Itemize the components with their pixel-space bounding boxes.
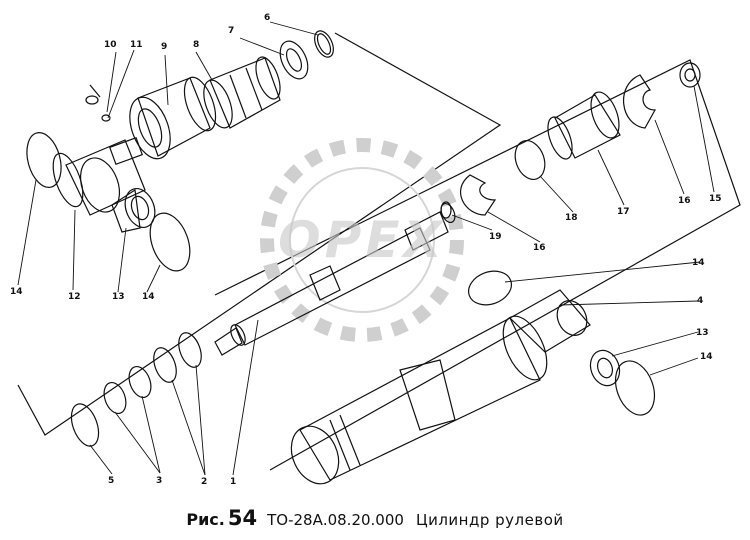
callout-9: 9 [161, 42, 168, 52]
callout-12: 12 [68, 292, 81, 302]
part-13-bushing-lower [589, 349, 621, 387]
caption-title: Цилиндр рулевой [415, 511, 564, 529]
part-10-screw [85, 84, 101, 105]
callout-13-a: 13 [112, 292, 125, 302]
figure-caption: Рис.54 ТО-28А.08.20.000 Цилиндр рулевой [0, 506, 750, 530]
caption-code: ТО-28А.08.20.000 [267, 511, 404, 529]
callout-8: 8 [193, 40, 200, 50]
callout-14-d: 14 [700, 352, 713, 362]
callout-7: 7 [228, 26, 235, 36]
callout-13-b: 13 [696, 328, 709, 338]
part-11-washer [101, 114, 111, 122]
caption-prefix: Рис. [186, 510, 225, 529]
watermark-logo: OPEX [278, 211, 446, 269]
callout-2: 2 [201, 477, 208, 487]
part-18-ring [514, 140, 546, 180]
part-14-ring-a [26, 132, 62, 188]
callout-16-a: 16 [678, 196, 691, 206]
part-5-ring [70, 403, 100, 447]
part-17-piston [547, 91, 621, 160]
callout-5: 5 [108, 476, 115, 486]
callout-16-b: 16 [533, 243, 546, 253]
part-9-nut [129, 76, 217, 160]
callout-4: 4 [697, 296, 704, 306]
part-12-cap [52, 136, 146, 216]
part-14-ring-b [149, 212, 191, 272]
upper-frame [17, 32, 502, 436]
callout-1: 1 [230, 477, 237, 487]
callout-11: 11 [130, 40, 143, 50]
part-16-split-ring [623, 74, 657, 129]
part-15-plug [679, 62, 701, 88]
leader-lines [17, 21, 715, 476]
callout-14-c: 14 [692, 258, 705, 268]
callout-10: 10 [104, 40, 117, 50]
part-14-ring-d [614, 360, 656, 416]
part-4-cylinder [290, 289, 591, 485]
callout-14-b: 14 [142, 292, 155, 302]
part-6-ring [314, 30, 334, 58]
callout-3: 3 [156, 476, 163, 486]
callout-15: 15 [709, 194, 722, 204]
lower-frame [214, 59, 741, 471]
part-3-rings [103, 365, 152, 415]
gear-icon [260, 138, 464, 342]
callout-14-a: 14 [10, 287, 23, 297]
part-14-ring-c [468, 270, 512, 306]
part-16-split-ring-b [459, 174, 497, 216]
part-13-bushing [111, 188, 156, 233]
caption-number: 54 [227, 506, 258, 530]
callout-17: 17 [617, 207, 630, 217]
part-7-washer [279, 40, 309, 80]
callout-18: 18 [565, 213, 578, 223]
part-8-packing [203, 56, 281, 129]
part-19-oring [440, 201, 452, 219]
callout-6: 6 [264, 13, 271, 23]
callout-19: 19 [489, 232, 502, 242]
